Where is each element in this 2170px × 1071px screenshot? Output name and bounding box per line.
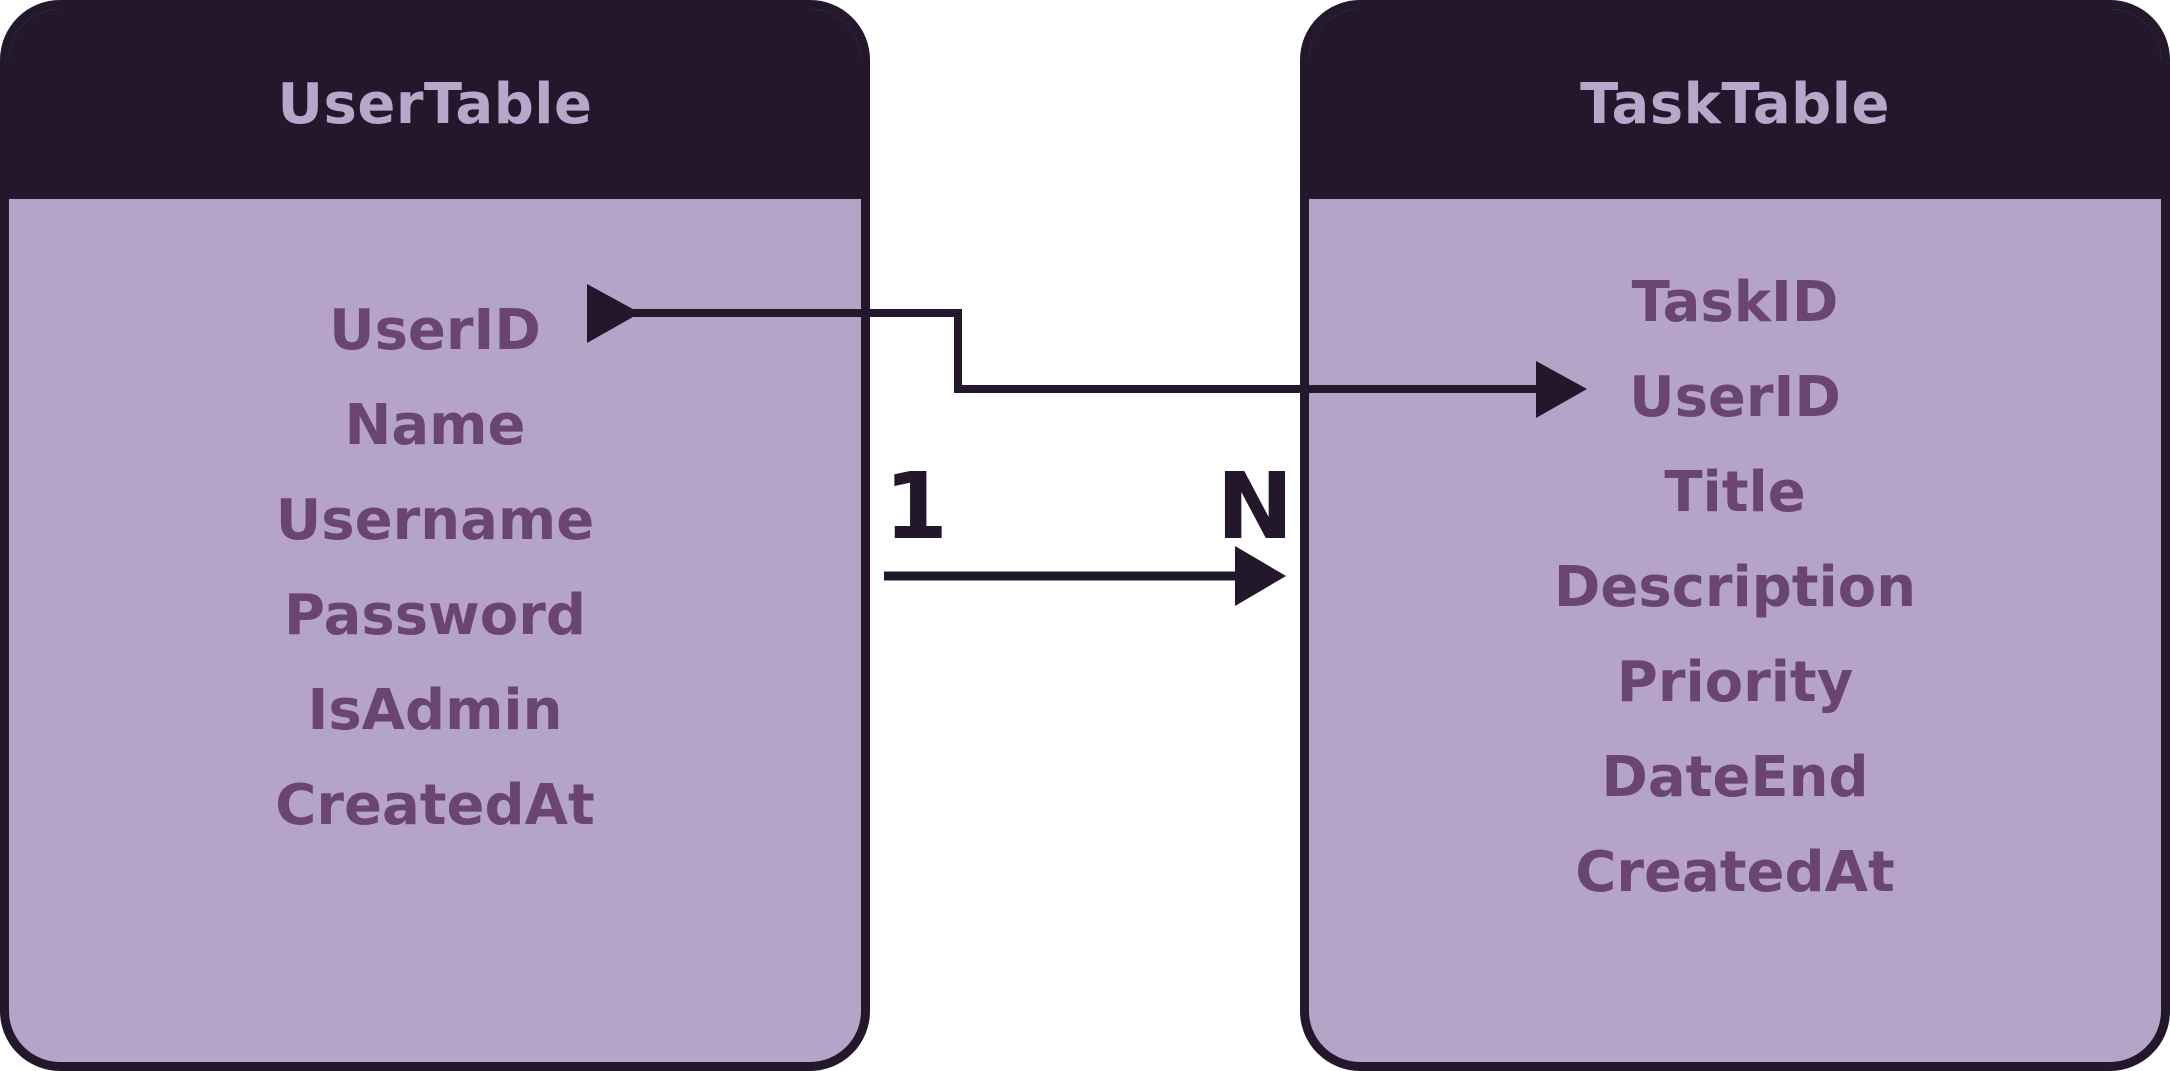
user-field-password: Password [284,583,586,648]
foreign-key-arrowhead-target [1536,361,1587,418]
task-table-header: TaskTable [1309,9,2161,199]
user-table-field-list: UserID Name Username Password IsAdmin Cr… [9,199,861,853]
task-field-priority: Priority [1616,650,1854,715]
cardinality-one-label: 1 [884,453,948,560]
user-table-header: UserTable [9,9,861,199]
user-field-createdat: CreatedAt [275,773,595,838]
task-table-field-list: TaskID UserID Title Description Priority… [1309,199,2161,920]
task-field-userid: UserID [1629,365,1841,430]
user-field-isadmin: IsAdmin [307,678,563,743]
task-table-title: TaskTable [1580,71,1890,137]
user-field-userid: UserID [329,298,541,363]
task-field-description: Description [1553,555,1917,620]
task-field-createdat: CreatedAt [1575,840,1895,905]
cardinality-arrowhead [1235,546,1286,606]
foreign-key-arrowhead-source [587,284,640,343]
user-field-name: Name [344,393,526,458]
foreign-key-connector [632,309,1540,393]
user-table: UserTable UserID Name Username Password … [0,0,870,1071]
task-field-taskid: TaskID [1631,270,1839,335]
task-field-title: Title [1664,460,1806,525]
task-table: TaskTable TaskID UserID Title Descriptio… [1300,0,2170,1071]
user-table-title: UserTable [277,71,593,137]
task-field-dateend: DateEnd [1601,745,1869,810]
cardinality-many-label: N [1217,453,1294,560]
user-field-username: Username [275,488,595,553]
